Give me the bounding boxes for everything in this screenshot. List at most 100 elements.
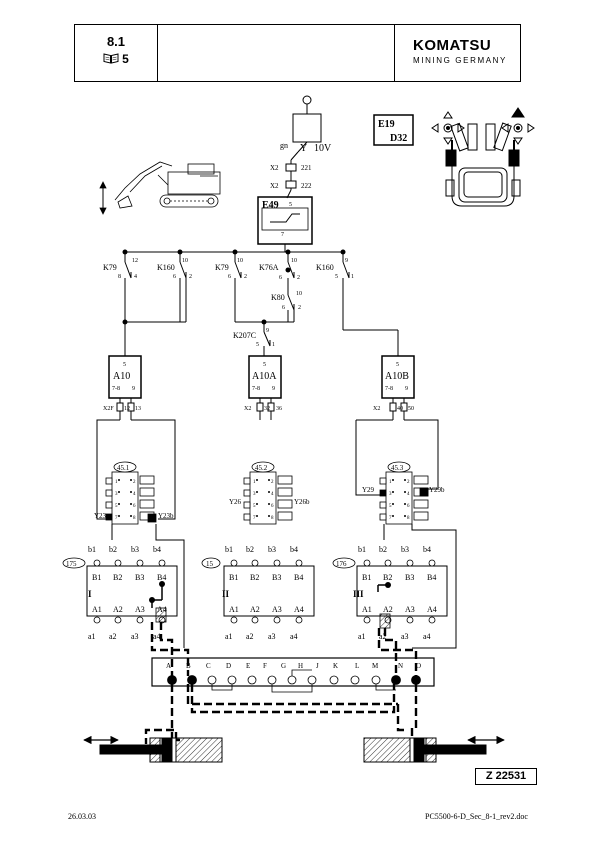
B1-mid: B1 [229,573,238,582]
k79-left-pin-right: 4 [134,274,137,280]
solenoid-y26: Y26 [229,498,242,506]
valve-blocks [105,461,429,525]
a10a-pin-5: 5 [263,362,266,368]
k79-mid-pin-top: 10 [237,258,243,264]
a2-mid: a2 [246,632,254,641]
k160-right-pin-right: 1 [351,274,354,280]
k79-left-pin-top: 12 [132,258,138,264]
a2-left: a2 [109,632,117,641]
port-k: K [333,662,338,670]
v1-n6: 6 [133,504,136,509]
A3-left: A3 [135,605,145,614]
connector-pin-50: 50 [408,406,414,412]
amplifier-boxes [108,355,415,399]
amplifier-outputs [116,398,408,420]
b4-mid: b4 [290,545,298,554]
header-box: 8.1 5 KOMATSU MINING GERMANY [74,24,521,82]
port-e: E [246,662,250,670]
A1-left: A1 [92,605,102,614]
figure-id: Z 22531 [475,768,537,785]
A3-right: A3 [405,605,415,614]
k80-pin-right: 2 [298,305,301,311]
header-logo-cell: KOMATSU MINING GERMANY [394,25,520,81]
b2-right: b2 [379,545,387,554]
code-e19: E19 [378,119,395,130]
wiring-a10 [96,419,439,520]
footer-date: 26.03.03 [68,812,96,821]
wire-color-gn: gn [280,141,288,150]
control-block-labels: b1 b2 b3 b4 b1 b2 b3 b4 b1 b2 b3 b4 B1 B… [88,545,437,641]
v1-n5: 5 [115,504,118,509]
a3-mid: a3 [268,632,276,641]
block-176-hatched-port [379,613,391,629]
v2-n3: 3 [253,492,256,497]
connector-x2-222: X2 [270,182,279,190]
a10b-pin-9: 9 [405,386,408,392]
a1-mid: a1 [225,632,233,641]
switch-k160-left: K160 [157,263,175,272]
block-id-ovals [62,557,356,569]
block-15: 15 [206,560,214,568]
b4-right: b4 [423,545,431,554]
k207c-pin-left: 5 [256,342,259,348]
k79-mid-pin-left: 6 [228,274,231,280]
port-a: A [166,662,171,670]
block-176: 176 [336,560,347,568]
B3-mid: B3 [272,573,281,582]
connector-x2-221: X2 [270,164,279,172]
b2-left: b2 [109,545,117,554]
a1-right: a1 [358,632,366,641]
k79-mid-pin-right: 2 [244,274,247,280]
B3-left: B3 [135,573,144,582]
v1-n7: 7 [115,516,118,521]
port-f: F [263,662,267,670]
relay-e49 [257,196,313,252]
a10a-pin-78: 7-8 [252,386,260,392]
v3-n6: 6 [407,504,410,509]
v2-n4: 4 [271,492,274,497]
switch-k207c: K207C [233,331,256,340]
footer-filename: PC5500-6-D_Sec_8-1_rev2.doc [425,812,528,821]
A1-right: A1 [362,605,372,614]
roman-iii: III [353,589,364,599]
k160-left-pin-top: 10 [182,258,188,264]
k80-pin-left: 6 [282,305,285,311]
a2-right: a2 [379,632,387,641]
k160-left-pin-right: 2 [189,274,192,280]
v3-n4: 4 [407,492,410,497]
block-175-hatched-port [155,607,167,623]
solenoid-y29: Y29 [362,486,375,494]
v2-n1: 1 [253,480,256,485]
v2-n7: 7 [253,516,256,521]
amplifier-a10: A10 [113,371,130,382]
v3-n3: 3 [389,492,392,497]
connector-pin-13: 13 [135,406,141,412]
valve-45-3: 45.3 [391,464,404,472]
port-o: O [416,662,421,670]
port-m: M [372,662,379,670]
b3-right: b3 [401,545,409,554]
a10a-pin-9: 9 [272,386,275,392]
active-path-dots [149,581,391,603]
section-number: 8.1 [106,34,126,49]
v3-n2: 2 [407,480,410,485]
a3-right: a3 [401,632,409,641]
A4-right: A4 [427,605,437,614]
k207c-pin-right: 1 [272,342,275,348]
A3-mid: A3 [272,605,282,614]
page-number: 5 [122,52,129,66]
a1-left: a1 [88,632,96,641]
A4-mid: A4 [294,605,304,614]
v1-n1: 1 [115,480,118,485]
a3-left: a3 [131,632,139,641]
relay-e49-label: E49 [262,200,279,211]
port-l: L [355,662,359,670]
b1-right: b1 [358,545,366,554]
B2-mid: B2 [250,573,259,582]
A2-right: A2 [383,605,393,614]
manifold [151,657,435,693]
joystick-illustration [431,107,535,207]
b3-mid: b3 [268,545,276,554]
block-175: 175 [66,560,77,568]
switch-k76a: K76A [259,263,279,272]
